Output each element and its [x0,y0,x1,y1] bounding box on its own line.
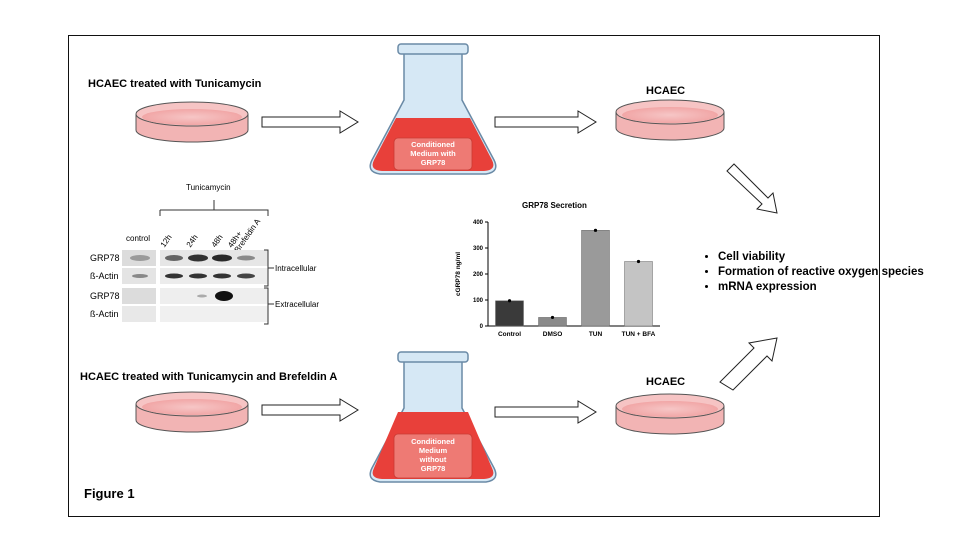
y-tick-label: 0 [480,324,484,330]
flask-bottom-line-2: Medium [418,446,448,455]
wb-bracket [159,200,269,216]
wb-compartment-brackets [264,249,274,325]
wb-row-actin-intra: ß-Actin [90,271,119,281]
bottom-treatment-label: HCAEC treated with Tunicamycin and Brefe… [80,371,338,383]
target-cells-label-bottom: HCAEC [646,376,686,388]
petri-dish-source-top [135,101,249,143]
figure-label: Figure 1 [84,486,135,501]
arrow-top-2 [494,110,597,134]
arrow-bottom-2 [494,400,597,424]
bar-tun [581,230,610,327]
flask-top-line-3: GRP78 [420,158,446,167]
chart-title: GRP78 Secretion [522,201,587,210]
flask-bottom [369,351,497,483]
x-tick-label: Control [498,331,521,338]
outcome-item: mRNA expression [718,280,924,295]
arrow-diagonal-up [719,337,778,391]
petri-dish-target-bottom [615,393,725,435]
outcomes-list: Cell viability Formation of reactive oxy… [700,250,924,295]
wb-row-grp78-extra: GRP78 [90,291,120,301]
flask-top [369,43,497,175]
wb-label-intracellular: Intracellular [275,264,317,273]
wb-row-actin-extra: ß-Actin [90,309,119,319]
y-tick-label: 400 [473,220,484,226]
x-tick-label: TUN [589,331,603,338]
outcome-item: Formation of reactive oxygen species [718,265,924,280]
target-cells-label-top: HCAEC [646,85,686,97]
y-tick-label: 200 [473,272,484,278]
data-point [593,228,598,232]
wb-blot-image [122,250,268,322]
wb-row-grp78-intra: GRP78 [90,253,120,263]
arrow-diagonal-down [726,163,778,214]
flask-top-line-1: Conditioned [411,140,455,149]
y-tick-label: 100 [473,298,484,304]
bar-tun-bfa [624,261,653,327]
top-treatment-label: HCAEC treated with Tunicamycin [88,78,262,90]
flask-top-line-2: Medium with [410,149,456,158]
flask-bottom-line-4: GRP78 [420,464,446,473]
wb-label-extracellular: Extracellular [275,300,320,309]
data-point [507,299,512,303]
x-tick-label: TUN + BFA [622,331,656,338]
arrow-bottom-1 [261,398,359,422]
wb-lane-control: control [126,234,151,243]
arrow-top-1 [261,110,359,134]
bar-control [495,300,524,327]
petri-dish-target-top [615,99,725,141]
flask-bottom-label: Conditioned Medium without GRP78 [394,437,472,473]
figure-frame [68,35,880,517]
petri-dish-source-bottom [135,391,249,433]
y-tick-label: 300 [473,246,484,252]
flask-bottom-line-3: without [419,455,447,464]
outcome-item: Cell viability [718,250,924,265]
y-axis-label: cGRP78 ng/ml [455,252,462,296]
x-tick-label: DMSO [543,331,563,338]
data-point [636,259,641,264]
flask-top-label: Conditioned Medium with GRP78 [394,140,472,167]
data-point [550,315,555,320]
wb-treatment-header: Tunicamycin [186,183,231,192]
flask-bottom-line-1: Conditioned [411,437,455,446]
